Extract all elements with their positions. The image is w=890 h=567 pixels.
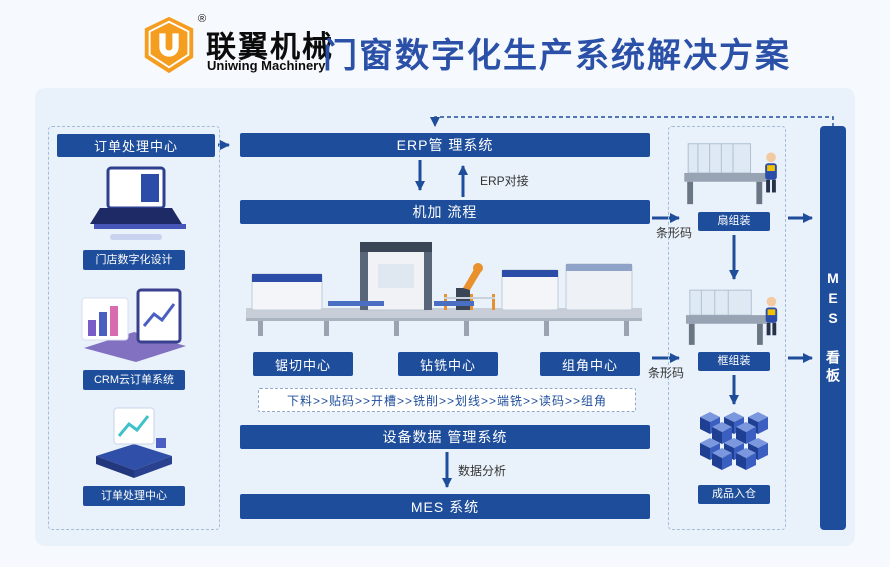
sash-assembly-machine-illustration: [684, 143, 777, 205]
order-processing-panel: [48, 126, 220, 530]
uniwing-logo-icon: [144, 16, 194, 74]
finished-goods-pallets-illustration: [700, 412, 768, 470]
registered-trademark: ®: [198, 13, 207, 25]
order-center-label: 订单处理中心: [83, 486, 185, 506]
process-flow-box: 下料>>贴码>>开槽>>铣削>>划线>>端铣>>读码>>组角: [258, 388, 636, 412]
assembly-panel: [668, 126, 786, 530]
crm-cloud-order-label: CRM云订单系统: [83, 370, 185, 390]
mes-system-bar: MES 系统: [240, 494, 650, 519]
mes-kanban-board: MES 看板: [820, 126, 846, 530]
sash-assembly-label: 扇组装: [698, 212, 770, 231]
laptop-storefront-illustration: [90, 166, 186, 240]
sawing-center-bar: 锯切中心: [253, 352, 353, 376]
data-analysis-label: 数据分析: [458, 464, 507, 478]
barcode-label-top: 条形码: [656, 226, 693, 240]
finished-goods-label: 成品入仓: [698, 485, 770, 504]
barcode-label-bottom: 条形码: [648, 366, 685, 380]
company-name-en: Uniwing Machinery: [207, 58, 326, 73]
machining-flow-bar: 机加 流程: [240, 200, 650, 224]
order-platform-illustration: [96, 407, 172, 478]
order-center-header-bar: 订单处理中心: [57, 134, 215, 157]
crm-charts-illustration: [81, 288, 186, 362]
company-name-cn: 联翼机械: [206, 31, 334, 64]
device-data-system-bar: 设备数据 管理系统: [240, 425, 650, 449]
drill-mill-center-bar: 钻铣中心: [398, 352, 498, 376]
erp-link-label: ERP对接: [480, 174, 529, 188]
erp-system-bar: ERP管 理系统: [240, 133, 650, 157]
corner-assembly-center-bar: 组角中心: [540, 352, 640, 376]
production-line-illustration: [246, 242, 642, 336]
page-title: 门窗数字化生产系统解决方案: [323, 38, 791, 75]
frame-assembly-label: 框组装: [698, 352, 770, 371]
frame-assembly-machine-illustration: [686, 289, 778, 345]
store-design-label: 门店数字化设计: [83, 250, 185, 270]
